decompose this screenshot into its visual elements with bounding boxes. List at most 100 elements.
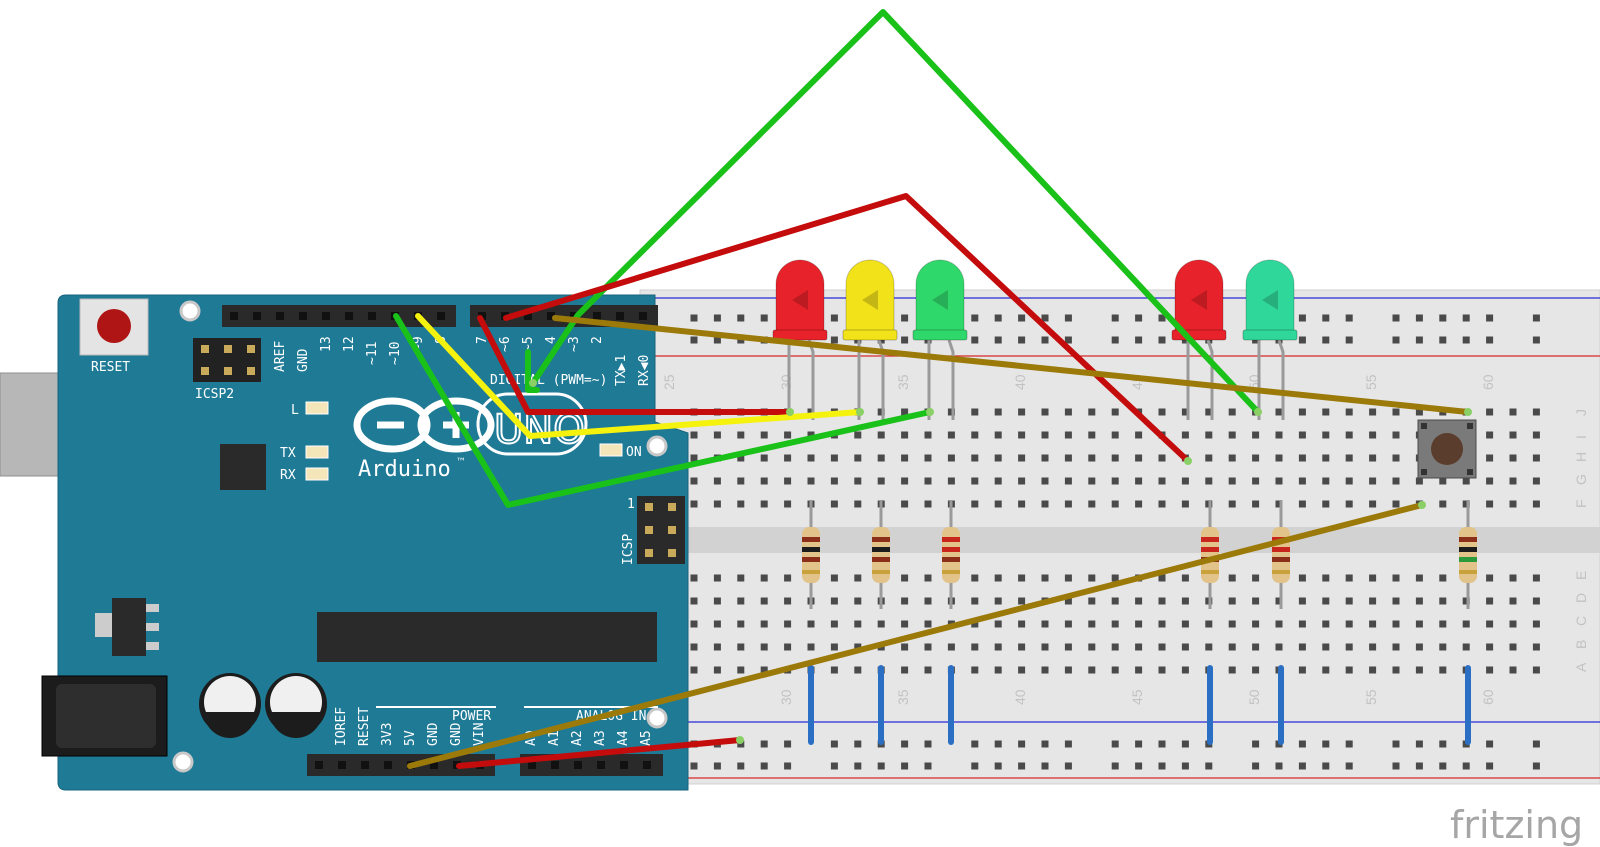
breadboard-hole [994,620,1002,628]
header-pin [322,312,330,320]
pushbutton-cap[interactable] [1431,433,1463,465]
breadboard-hole [1088,477,1096,485]
breadboard-hole [1135,620,1143,628]
breadboard-hole [1369,643,1377,651]
pin-label: GND [426,722,441,746]
breadboard-hole [1252,454,1260,462]
pin-label: A4 [616,730,631,746]
rail-hole [1111,762,1119,770]
digital-label: DIGITAL (PWM=~) [490,373,607,388]
breadboard-hole [1228,666,1236,674]
breadboard-hole [1041,408,1049,416]
rail-hole [1532,740,1540,748]
breadboard-hole [971,574,979,582]
breadboard-hole [1532,454,1540,462]
breadboard-hole [1532,620,1540,628]
breadboard-hole [1509,500,1517,508]
capacitor [265,673,327,738]
header-pin [547,312,555,320]
breadboard-hole [1088,643,1096,651]
resistor [1459,501,1477,609]
breadboard-hole [830,643,838,651]
header-pin [551,761,559,769]
rail-hole [901,762,909,770]
breadboard-hole [877,477,885,485]
reset-button-cap[interactable] [97,309,131,343]
breadboard-hole [1275,597,1283,605]
breadboard-hole [1158,643,1166,651]
breadboard-hole [1509,643,1517,651]
column-number: 45 [1129,689,1145,705]
breadboard-hole [994,574,1002,582]
rail-hole [737,740,745,748]
breadboard-hole [1111,408,1119,416]
breadboard-hole [1252,643,1260,651]
breadboard-hole [1298,431,1306,439]
breadboard-hole [1228,454,1236,462]
pin-label: 13 [319,336,334,352]
column-number: 35 [895,689,911,705]
power-header [307,754,495,776]
rail-hole [1158,762,1166,770]
rail-hole [1135,336,1143,344]
breadboard-hole [713,597,721,605]
breadboard-hole [854,500,862,508]
resistor [802,501,820,609]
breadboard-hole [924,454,932,462]
breadboard-hole [994,666,1002,674]
rail-hole [1252,740,1260,748]
breadboard-hole [1205,454,1213,462]
resistor [942,501,960,609]
row-letter: G [1573,474,1589,485]
breadboard-hole [1018,643,1026,651]
column-number: 30 [778,689,794,705]
rail-hole [1392,762,1400,770]
breadboard-hole [994,500,1002,508]
rail-hole [830,762,838,770]
breadboard-hole [1439,620,1447,628]
rail-hole [1275,762,1283,770]
header-pin [616,312,624,320]
breadboard-hole [854,477,862,485]
rail-hole [1345,762,1353,770]
header-pin [253,312,261,320]
breadboard-hole [1181,666,1189,674]
pin-label: A2 [570,730,585,746]
rail-hole [690,314,698,322]
breadboard-hole [1064,620,1072,628]
breadboard-hole [1018,666,1026,674]
breadboard-hole [1181,597,1189,605]
breadboard-hole [947,477,955,485]
breadboard-hole [1369,574,1377,582]
breadboard-hole [807,408,815,416]
breadboard-hole [1088,454,1096,462]
breadboard-hole [1275,431,1283,439]
rail-hole [1439,336,1447,344]
column-number: 55 [1363,689,1379,705]
breadboard-hole [901,597,909,605]
header-pin [524,312,532,320]
breadboard-hole [854,666,862,674]
breadboard-hole [1041,431,1049,439]
row-letter: B [1573,640,1589,649]
breadboard-hole [713,620,721,628]
breadboard-hole [737,500,745,508]
rail-hole [1439,762,1447,770]
pin-label: IOREF [334,707,349,746]
breadboard-hole [1018,431,1026,439]
rail-hole [690,336,698,344]
breadboard-hole [877,620,885,628]
column-number: 30 [778,374,794,390]
pushbutton[interactable] [1417,419,1477,479]
breadboard-hole [1345,500,1353,508]
breadboard-hole [1486,643,1494,651]
breadboard-hole [1158,574,1166,582]
breadboard-hole [1322,408,1330,416]
rail-hole [1439,740,1447,748]
breadboard-hole [1345,454,1353,462]
breadboard-hole [1228,574,1236,582]
breadboard-hole [971,408,979,416]
rail-hole [1181,740,1189,748]
breadboard-hole [1135,431,1143,439]
